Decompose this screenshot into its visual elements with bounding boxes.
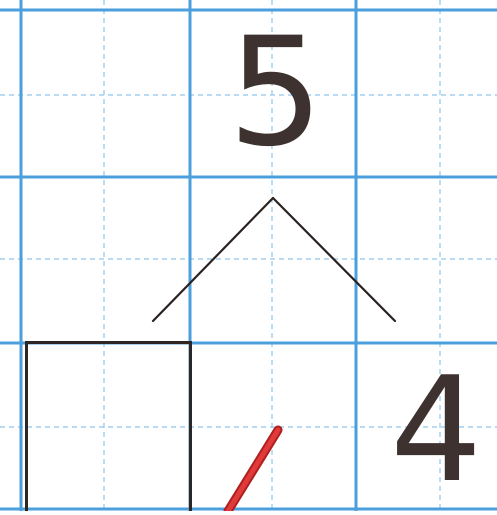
red-pencil-icon bbox=[0, 0, 497, 511]
worksheet-grid: 5 4 bbox=[0, 0, 497, 511]
